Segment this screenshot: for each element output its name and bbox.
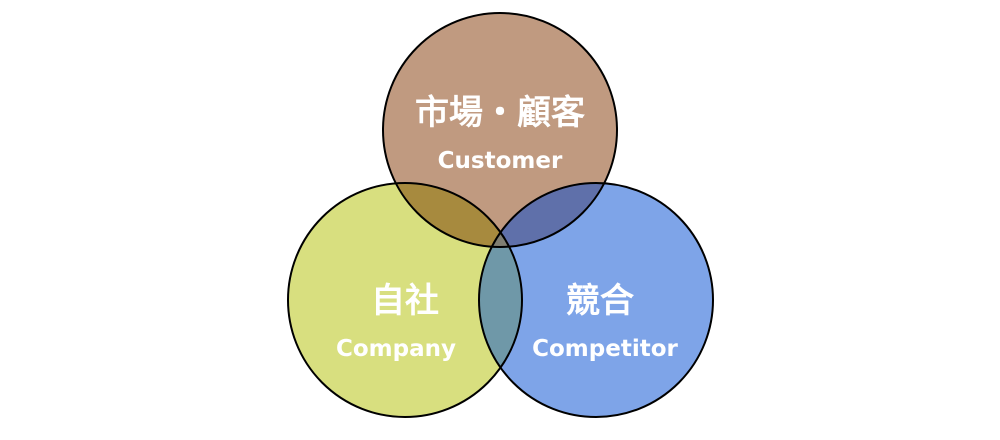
company-title: 自社: [371, 281, 439, 321]
competitor-subtitle: Competitor: [532, 336, 678, 362]
competitor-outline: [478, 182, 714, 418]
circle-outlines: [287, 12, 714, 418]
company-subtitle: Company: [336, 336, 456, 362]
customer-outline: [382, 12, 618, 248]
company-outline: [287, 182, 523, 418]
customer-subtitle: Customer: [438, 148, 563, 174]
customer-title: 市場・顧客: [415, 93, 585, 133]
competitor-title: 競合: [566, 281, 634, 321]
